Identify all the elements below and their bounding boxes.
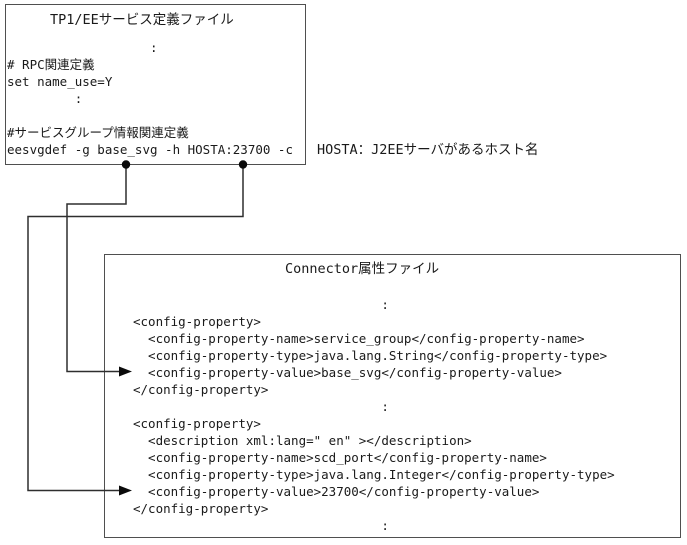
tp1-box-title: TP1/EEサービス定義ファイル (50, 12, 234, 28)
tp1-box-code: : # RPC関連定義 set name_use=Y : #サービスグループ情報… (7, 40, 293, 157)
connector-box-code: : <config-property> <config-property-nam… (133, 297, 615, 533)
hosta-annotation: HOSTA：J2EEサーバがあるホスト名 (317, 142, 539, 158)
tp1-service-definition-file-box: TP1/EEサービス定義ファイル : # RPC関連定義 set name_us… (5, 4, 306, 165)
connector-attribute-file-box: Connector属性ファイル : <config-property> <con… (104, 254, 681, 538)
connector-box-title: Connector属性ファイル (285, 261, 440, 277)
